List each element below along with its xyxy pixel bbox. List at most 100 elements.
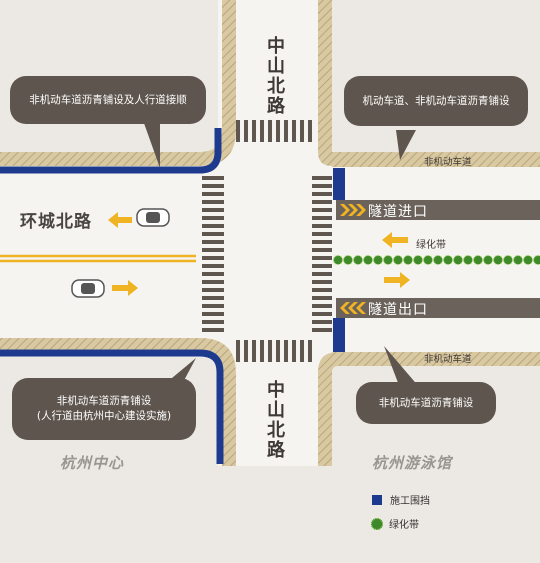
- tunnel-entry-lane: [336, 200, 540, 220]
- crosswalk-stripe-south: [284, 340, 288, 362]
- crosswalk-stripe-north: [284, 120, 288, 142]
- barrier-se: [333, 318, 345, 352]
- crosswalk-stripe-west: [202, 200, 224, 204]
- road-label-west: 环城北路: [20, 212, 92, 232]
- crosswalk-stripe-west: [202, 304, 224, 308]
- green-belt-icon: [371, 517, 383, 530]
- callout-top-right: 机动车道、非机动车道沥青铺设: [344, 76, 528, 126]
- arrow-right-icon: [112, 280, 138, 296]
- crosswalk-stripe-south: [292, 340, 296, 362]
- green-belt-bush: [463, 255, 473, 265]
- crosswalk-stripe-south: [300, 340, 304, 362]
- crosswalk-stripe-west: [202, 288, 224, 292]
- crosswalk-stripe-west: [202, 264, 224, 268]
- callout-tail-br: [384, 346, 420, 388]
- green-belt-bush: [363, 255, 373, 265]
- crosswalk-stripe-south: [276, 340, 280, 362]
- crosswalk-stripe-east: [312, 280, 332, 284]
- green-belt-bush: [423, 255, 433, 265]
- green-belt-bush: [493, 255, 503, 265]
- nonmotor-label-bottom: 非机动车道: [424, 354, 472, 365]
- barrier-swatch: [372, 494, 382, 505]
- callout-bottom-left-line2: (人行道由杭州中心建设实施): [36, 410, 172, 422]
- crosswalk-stripe-west: [202, 224, 224, 228]
- road-intersection: [0, 0, 540, 466]
- crosswalk-stripe-west: [202, 240, 224, 244]
- crosswalk-stripe-north: [252, 120, 256, 142]
- callout-top-left: 非机动车道沥青铺设及人行道接顺: [10, 76, 206, 124]
- crosswalk-stripe-east: [312, 248, 332, 252]
- crosswalk-stripe-east: [312, 296, 332, 300]
- crosswalk-stripe-north: [300, 120, 304, 142]
- crosswalk-stripe-west: [202, 232, 224, 236]
- green-belt-bush: [523, 255, 533, 265]
- green-belt-bush: [533, 255, 540, 265]
- crosswalk-stripe-south: [252, 340, 256, 362]
- crosswalk-stripe-west: [202, 176, 224, 180]
- crosswalk-stripe-south: [308, 340, 312, 362]
- crosswalk-stripe-west: [202, 296, 224, 300]
- crosswalk-stripe-west: [202, 208, 224, 212]
- crosswalk-stripe-north: [268, 120, 272, 142]
- crosswalk-stripe-west: [202, 216, 224, 220]
- callout-bottom-right: 非机动车道沥青铺设: [356, 382, 496, 424]
- crosswalk-stripe-north: [292, 120, 296, 142]
- green-belt-bush: [353, 255, 363, 265]
- crosswalk-stripe-east: [312, 200, 332, 204]
- green-belt-bush: [413, 255, 423, 265]
- tunnel-entry-label: 隧道进口: [368, 204, 428, 220]
- green-belt-bush: [343, 255, 353, 265]
- car-right-icon: [71, 279, 105, 298]
- tunnel-exit-lane: [336, 298, 540, 318]
- crosswalk-stripe-east: [312, 320, 332, 324]
- road-label-south: 中山北路: [264, 380, 285, 460]
- crosswalk-stripe-east: [312, 176, 332, 180]
- crosswalk-stripe-west: [202, 328, 224, 332]
- crosswalk-stripe-east: [312, 224, 332, 228]
- crosswalk-stripe-east: [312, 312, 332, 316]
- green-belt-label: 绿化带: [416, 240, 446, 251]
- green-belt-bush: [473, 255, 483, 265]
- green-belt-bush: [333, 255, 343, 265]
- arrow-right-icon: [384, 272, 410, 288]
- crosswalk-stripe-west: [202, 256, 224, 260]
- callout-bottom-left-line1: 非机动车道沥青铺设: [56, 395, 152, 407]
- barrier-nw: [0, 128, 222, 174]
- crosswalk-stripe-east: [312, 264, 332, 268]
- crosswalk-stripe-west: [202, 184, 224, 188]
- crosswalk-stripe-east: [312, 256, 332, 260]
- crosswalk-stripe-east: [312, 208, 332, 212]
- legend-barrier: 施工围挡: [372, 492, 430, 507]
- crosswalk-stripe-west: [202, 272, 224, 276]
- crosswalk-stripe-east: [312, 192, 332, 196]
- arrow-left-icon: [382, 232, 408, 248]
- green-belt-bush: [453, 255, 463, 265]
- green-belt-bush: [443, 255, 453, 265]
- crosswalk-stripe-north: [276, 120, 280, 142]
- green-belt-bush: [373, 255, 383, 265]
- crosswalk-stripe-north: [260, 120, 264, 142]
- crosswalk-stripe-south: [268, 340, 272, 362]
- callout-tail-tr: [396, 130, 416, 160]
- legend-barrier-label: 施工围挡: [390, 496, 430, 507]
- green-belt: [333, 255, 540, 265]
- crosswalks: [202, 120, 332, 362]
- tunnel-exit-label: 隧道出口: [368, 302, 428, 318]
- crosswalk-stripe-south: [260, 340, 264, 362]
- crosswalk-stripe-west: [202, 248, 224, 252]
- green-belt-bush: [433, 255, 443, 265]
- crosswalk-stripe-west: [202, 312, 224, 316]
- crosswalk-stripe-east: [312, 184, 332, 188]
- crosswalk-stripe-east: [312, 328, 332, 332]
- crosswalk-stripe-west: [202, 280, 224, 284]
- green-belt-bush: [393, 255, 403, 265]
- crosswalk-stripe-east: [312, 272, 332, 276]
- crosswalk-stripe-west: [202, 192, 224, 196]
- crosswalk-stripe-east: [312, 232, 332, 236]
- green-belt-bush: [383, 255, 393, 265]
- crosswalk-stripe-north: [244, 120, 248, 142]
- callout-tail-tl: [140, 112, 160, 168]
- crosswalk-stripe-north: [308, 120, 312, 142]
- crosswalk-stripe-east: [312, 240, 332, 244]
